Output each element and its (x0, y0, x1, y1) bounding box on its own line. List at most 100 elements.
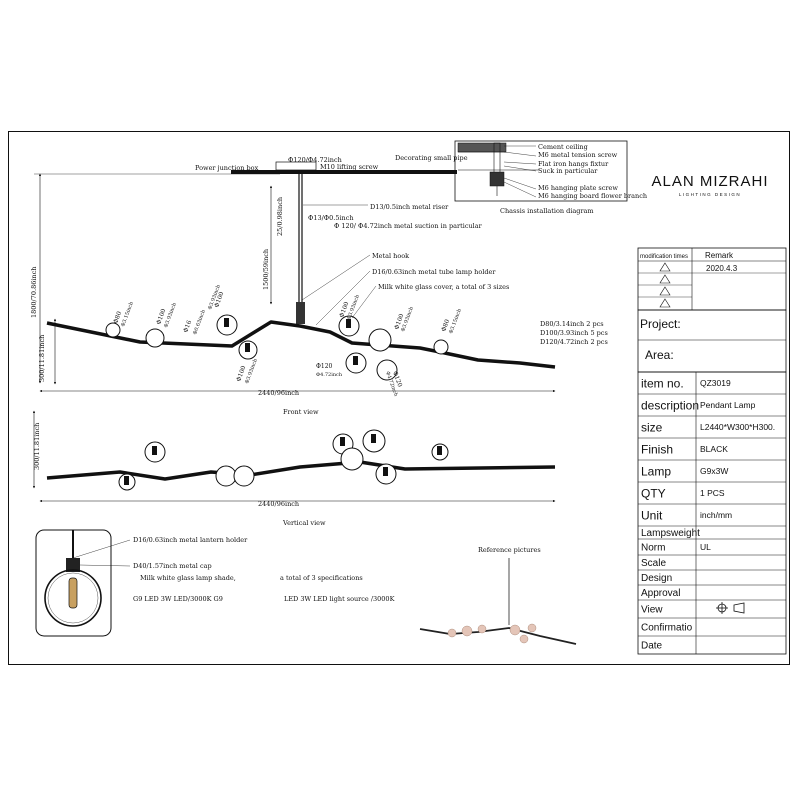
bulb-f2 (145, 328, 165, 348)
bulb-v3 (215, 465, 237, 487)
dia-label: Φ80 (440, 318, 451, 332)
title-block-value: G9x3W (700, 466, 728, 476)
bulb-f9 (433, 339, 449, 355)
bulb-f8 (376, 359, 398, 381)
ann-small-pipe: Decorating small pipe (395, 154, 468, 162)
ann-top-dia: Φ120/Φ4.72inch (288, 156, 342, 164)
ann-lifting-screw: M10 lifting screw (320, 163, 379, 171)
title-block-label: Confirmatio (641, 623, 693, 634)
dia-label: Φ120 (316, 363, 333, 370)
front-view-caption: Front view (283, 408, 319, 416)
title-block-label: View (641, 605, 663, 616)
ann-metal-hook: Metal hook (372, 252, 409, 260)
lamp-holder-icon (437, 446, 442, 455)
vertical-view-caption: Vertical view (282, 519, 326, 527)
ann-suction: Φ 120/ Φ4.72inch metal suction in partic… (334, 222, 483, 230)
reference-bulb (527, 623, 537, 633)
lamp-holder-icon (245, 343, 250, 352)
brand-name: ALAN MIZRAHI (651, 173, 768, 190)
lamp-holder-icon (383, 467, 388, 476)
remark-value: 2020.4.3 (706, 264, 738, 273)
lamp-holder-icon (371, 434, 376, 443)
label-project: Project: (640, 317, 681, 331)
title-block-value: inch/mm (700, 510, 732, 520)
center-hook (296, 302, 305, 324)
title-block-label: Date (641, 641, 663, 652)
g9-bulb (68, 577, 78, 609)
ann-metal-riser: D13/0.5inch metal riser (370, 203, 449, 211)
dia-label: Φ4.72inch (316, 372, 343, 378)
brand-tagline: LIGHTING DESIGN (679, 192, 741, 197)
title-block: modification times Remark 2020.4.3 Proje… (637, 247, 787, 373)
revision-triangle-icon (659, 274, 671, 284)
dim-height-total: 1800/70.86inch (30, 267, 38, 318)
lamp-label-g9: G9 LED 3W LED/3000K G9 (133, 595, 223, 603)
ann-size-3: D120/4.72inch 2 pcs (540, 338, 608, 346)
lamp-label-cap: D40/1.57inch metal cap (133, 562, 212, 570)
ceiling-label-6: M6 hanging board flower branch (538, 192, 647, 200)
revision-triangle-icon (659, 262, 671, 272)
reference-bulb (447, 628, 457, 638)
lamp-label-led: LED 3W LED light source /3000K (284, 595, 395, 603)
reference-bulb (477, 624, 487, 634)
bulb-f1 (105, 322, 121, 338)
bulb-v4 (233, 465, 255, 487)
ann-glass-cover: Milk white glass cover, a total of 3 siz… (378, 283, 509, 291)
bulb-v6 (340, 447, 364, 471)
ceiling-label-4: Suck in particular (538, 167, 598, 175)
title-block-value: Pendant Lamp (700, 400, 756, 410)
dim-v-width: 2440/96inch (258, 500, 299, 508)
ann-size-1: D80/3.14inch 2 pcs (540, 320, 604, 328)
reference-picture: Reference pictures (419, 546, 577, 645)
title-block-label: Finish (641, 442, 673, 456)
dim-top-gap: 25/0.98inch (276, 197, 284, 236)
remark-label: Remark (705, 251, 734, 260)
lamp-detail: D16/0.63inch metal lantern holder D40/1.… (35, 529, 395, 637)
title-block-label: Norm (641, 543, 665, 554)
lamp-holder-icon (152, 446, 157, 455)
reference-bulb (509, 624, 521, 636)
power-junction-box (275, 161, 317, 171)
front-view: Power junction box Decorating small pipe… (30, 154, 608, 416)
reference-branch (419, 627, 577, 645)
view-projection-icon (716, 602, 745, 614)
reference-bulb (461, 625, 473, 637)
lamp-label-shade: Milk white glass lamp shade, (140, 574, 236, 582)
title-block-label: size (641, 420, 663, 434)
title-block-value: 1 PCS (700, 488, 725, 498)
modification-label: modification times (640, 254, 688, 260)
lamp-holder-icon (353, 356, 358, 365)
dim-riser-len: 1500/59inch (262, 249, 270, 290)
dia-label: Φ3.93inch (244, 357, 259, 384)
dim-width: 2440/96inch (258, 389, 299, 397)
title-block-value: UL (700, 542, 711, 552)
hanging-plate (489, 171, 505, 187)
ceiling-label-3: Flat iron hangs fixtur (538, 160, 609, 168)
revision-triangle-icon (659, 286, 671, 296)
vertical-view: 300/11.81inch 2440/96inch Vertical view (32, 410, 556, 527)
dia-label: Φ0.63inch (192, 308, 207, 335)
ceiling-install-detail: Cement ceiling M6 metal tension screw Fl… (454, 140, 647, 215)
label-area: Area: (645, 348, 674, 362)
ceiling-caption: Chassis installation diagram (500, 207, 594, 215)
title-block-label: description (641, 398, 699, 412)
lamp-holder-icon (346, 319, 351, 328)
dia-label: Φ80 (112, 310, 123, 324)
ann-power-box: Power junction box (195, 164, 259, 172)
bulb-f7 (368, 328, 392, 352)
lamp-label-specs: a total of 3 specifications (280, 574, 363, 582)
title-block-label: Design (641, 573, 672, 584)
title-block-label: Scale (641, 558, 666, 569)
metal-cap (66, 558, 80, 572)
ann-size-2: D100/3.93inch 5 pcs (540, 329, 608, 337)
ceiling-label-2: M6 metal tension screw (538, 151, 618, 159)
ceiling-canopy (231, 170, 457, 174)
ceiling-label-5: M6 hanging plate screw (538, 184, 618, 192)
drawing-sheet-border (8, 131, 790, 665)
dim-side-height: 300/11.81inch (38, 335, 46, 382)
title-block-label: Approval (641, 588, 680, 599)
ann-tube-holder: D16/0.63inch metal tube lamp holder (372, 268, 496, 276)
title-block-label: Lamp (641, 464, 671, 478)
